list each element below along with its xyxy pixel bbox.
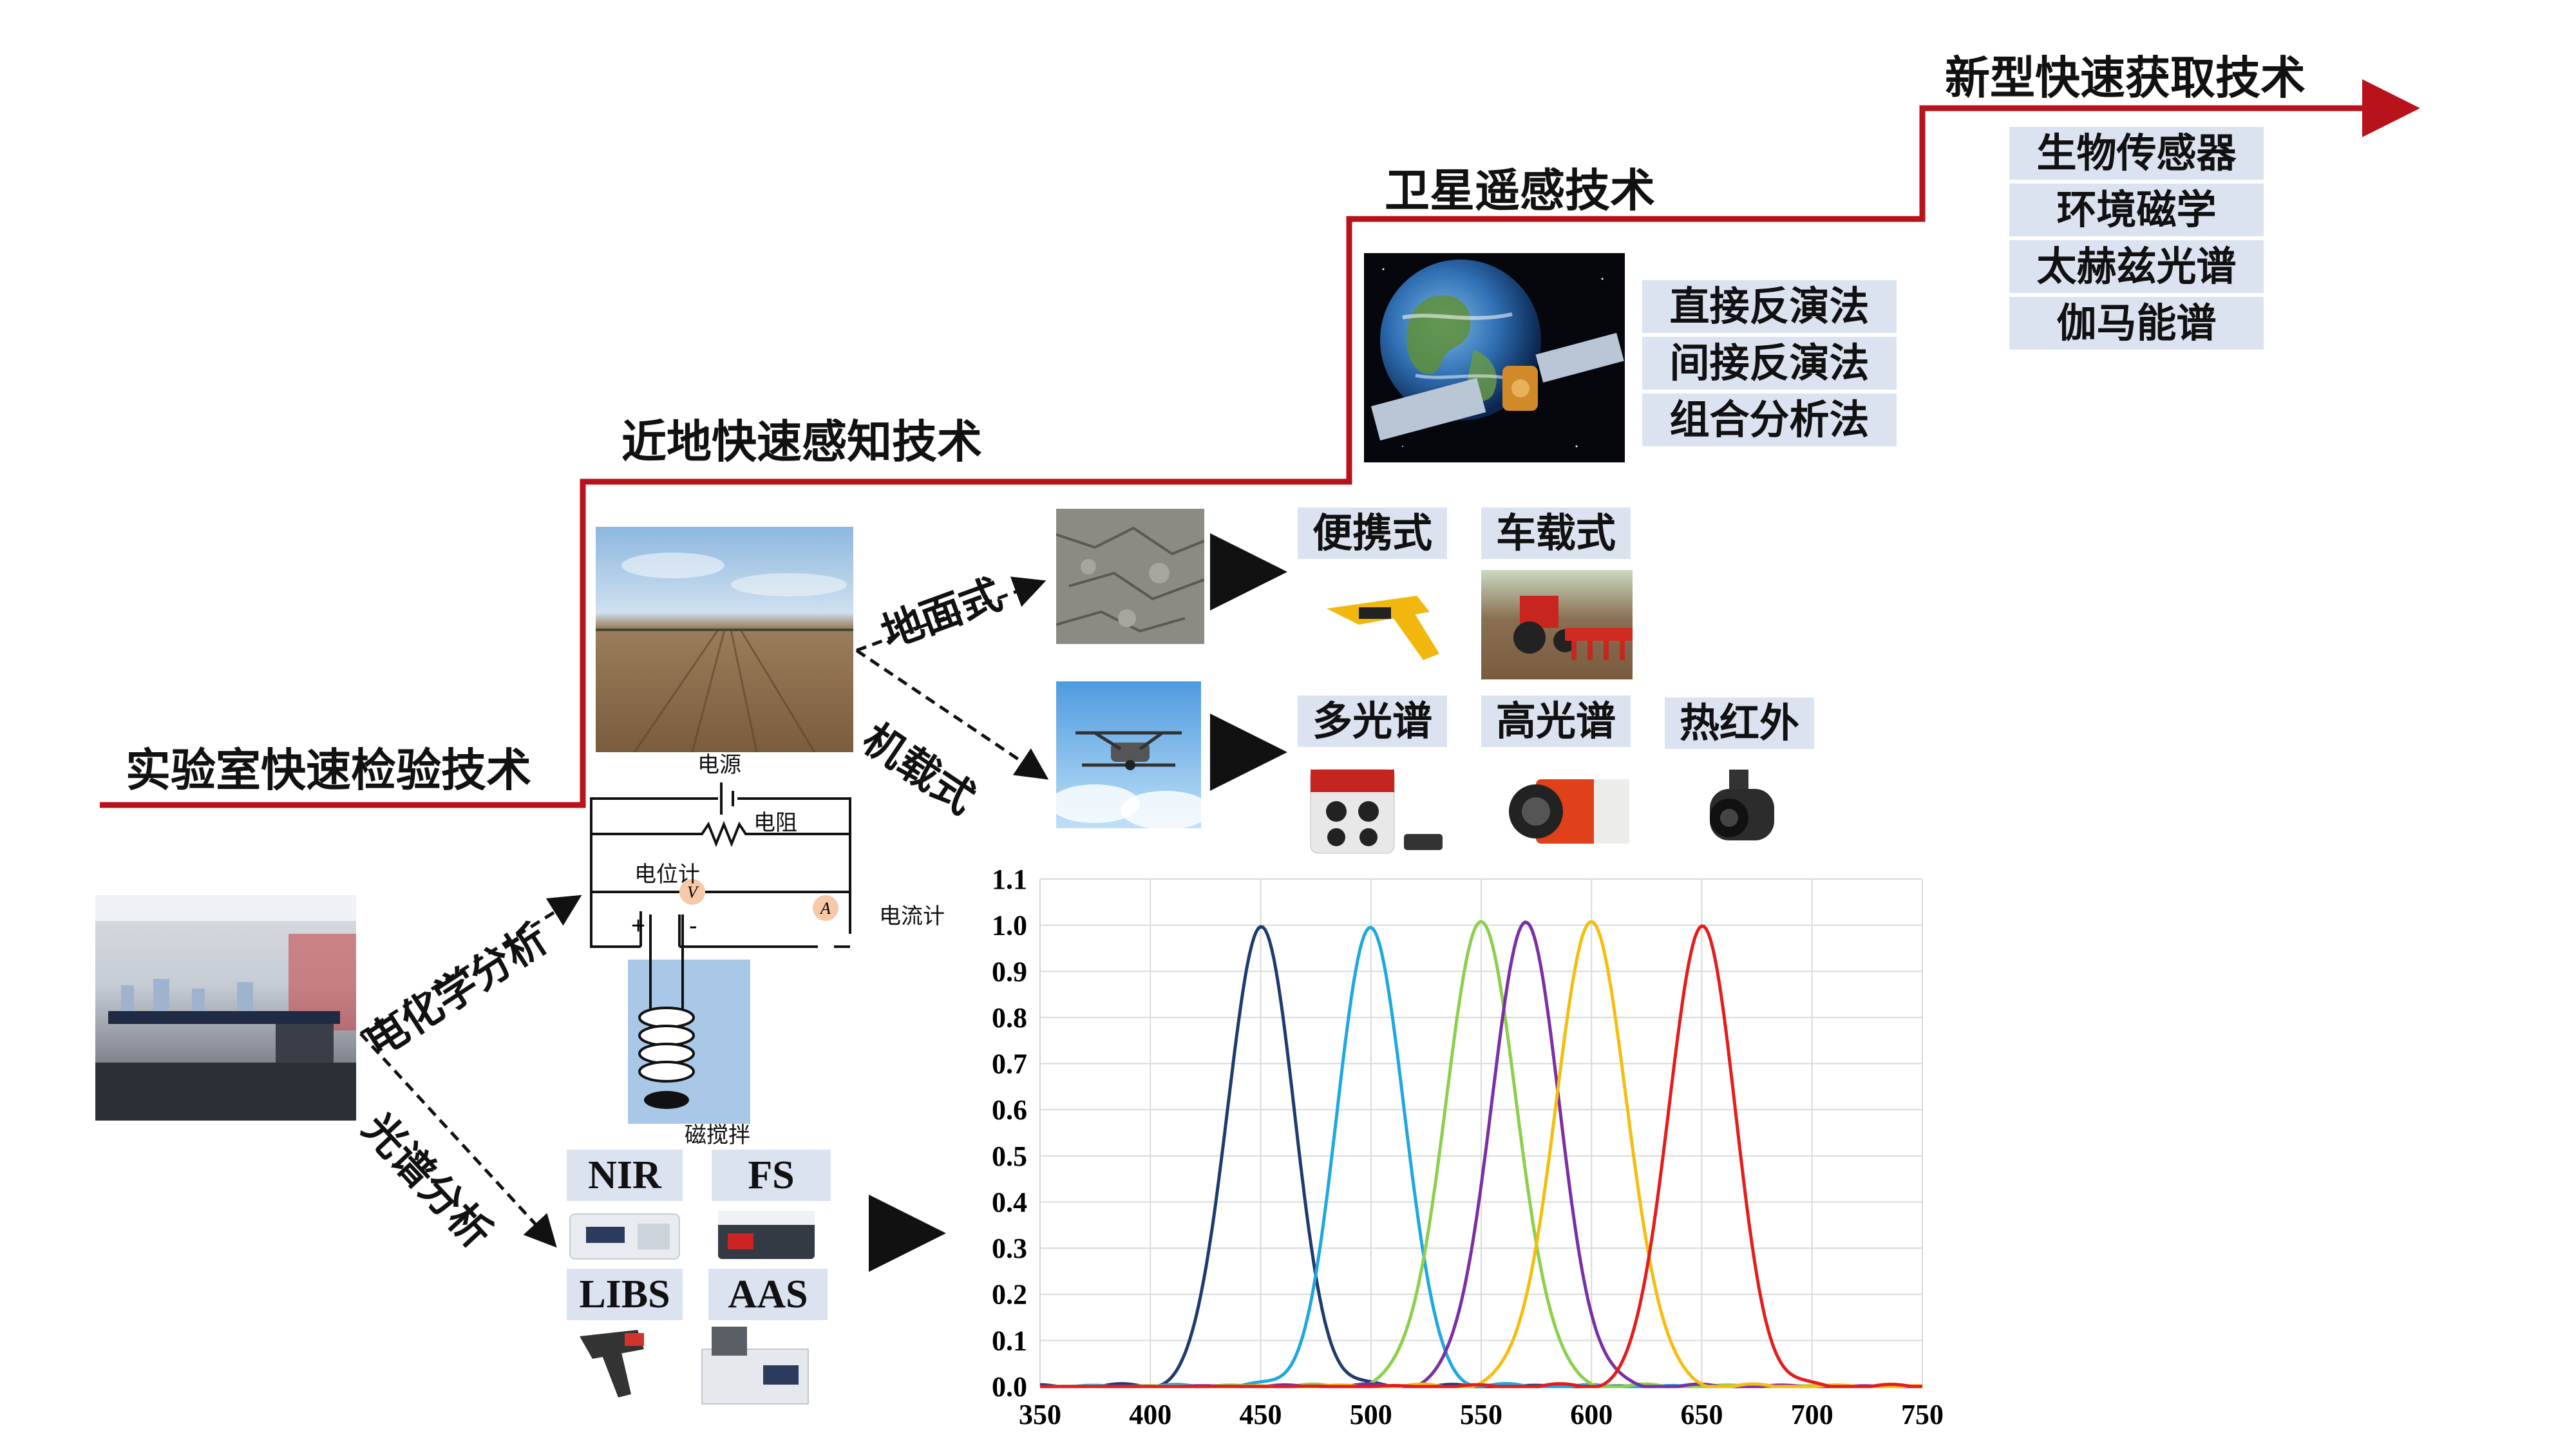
timeline-line	[100, 79, 2420, 808]
spectral-response-chart: 350 400 450 500 550 600 650 700 750 0.0 0.1 0.2 0.3 0…	[992, 864, 1944, 1430]
device-hyperspectral-label: 高光谱	[1481, 696, 1631, 747]
x-tick-label: 500	[1350, 1399, 1392, 1430]
farmland-photo	[596, 527, 853, 752]
device-vehicle-label: 车载式	[1481, 507, 1631, 559]
satellite-method-list: 直接反演法 间接反演法 组合分析法	[1642, 280, 1897, 446]
y-tick-label: 1.0	[992, 910, 1027, 942]
method-env-magnetism: 环境磁学	[2009, 184, 2264, 240]
y-tick-label: 1.1	[992, 864, 1027, 895]
drone-photo	[1056, 681, 1201, 828]
y-tick-label: 0.8	[992, 1002, 1027, 1034]
ammeter-symbol: A	[819, 899, 831, 918]
method-terahertz: 太赫兹光谱	[2009, 240, 2264, 297]
y-tick-label: 0.6	[992, 1094, 1027, 1126]
electrochemical-circuit: V A + -	[590, 782, 851, 1124]
stage-title-lab: 实验室快速检验技术	[126, 743, 531, 797]
circuit-stirrer-label: 磁搅拌	[685, 1122, 750, 1148]
voltmeter-symbol: V	[687, 883, 699, 902]
method-indirect-inversion: 间接反演法	[1642, 337, 1897, 393]
stage-title-new-tech: 新型快速获取技术	[1945, 51, 2306, 104]
instrument-libs-label: LIBS	[567, 1269, 683, 1320]
x-tick-label: 350	[1019, 1399, 1061, 1430]
instrument-aas-label: AAS	[708, 1269, 828, 1320]
x-tick-label: 700	[1791, 1399, 1833, 1430]
y-tick-label: 0.5	[992, 1141, 1027, 1172]
minus-sign: -	[689, 913, 697, 940]
y-tick-label: 0.3	[992, 1233, 1027, 1264]
x-tick-label: 450	[1240, 1399, 1282, 1430]
device-multispectral-label: 多光谱	[1298, 696, 1447, 747]
x-tick-label: 600	[1570, 1399, 1613, 1430]
circuit-ammeter-label: 电流计	[879, 904, 945, 929]
x-tick-label: 550	[1460, 1399, 1502, 1430]
y-tick-label: 0.7	[992, 1048, 1027, 1080]
device-thermal-ir-label: 热红外	[1665, 697, 1814, 749]
multispectral-camera-image	[1307, 766, 1446, 857]
libs-instrument-image	[573, 1323, 657, 1401]
y-tick-label: 0.9	[992, 956, 1027, 987]
method-combined-analysis: 组合分析法	[1669, 396, 1870, 443]
x-tick-label: 400	[1129, 1399, 1171, 1430]
aas-instrument-image	[699, 1323, 811, 1407]
instrument-nir-label: NIR	[567, 1150, 683, 1201]
vehicle-mounted-image	[1481, 570, 1633, 679]
new-tech-method-list: 生物传感器 环境磁学 太赫兹光谱 伽马能谱	[2009, 127, 2264, 350]
stage-title-near-ground: 近地快速感知技术	[621, 415, 982, 468]
x-tick-label: 750	[1901, 1399, 1944, 1430]
instrument-fs-label: FS	[712, 1150, 831, 1201]
plus-sign: +	[631, 913, 645, 940]
y-tick-label: 0.4	[992, 1186, 1027, 1218]
fs-instrument-image	[715, 1204, 818, 1262]
y-tick-label: 0.0	[992, 1371, 1027, 1403]
thermal-camera-image	[1684, 766, 1794, 857]
series-line	[1040, 924, 1922, 1388]
x-tick-label: 650	[1681, 1399, 1723, 1430]
circuit-power-label: 电源	[697, 752, 741, 778]
nir-instrument-image	[567, 1204, 683, 1262]
circuit-voltmeter-label: 电位计	[634, 862, 700, 887]
soil-photo	[1056, 509, 1204, 644]
circuit-resistor-label: 电阻	[753, 810, 797, 836]
portable-analyzer-image	[1320, 583, 1443, 667]
y-tick-label: 0.1	[992, 1325, 1027, 1356]
method-direct-inversion: 直接反演法	[1642, 280, 1897, 337]
y-tick-label: 0.2	[992, 1279, 1027, 1311]
method-biosensor: 生物传感器	[2009, 127, 2264, 184]
stage-title-satellite: 卫星遥感技术	[1385, 164, 1655, 217]
hyperspectral-camera-image	[1497, 773, 1633, 850]
method-gamma: 伽马能谱	[2056, 299, 2217, 346]
device-portable-label: 便携式	[1298, 507, 1447, 559]
satellite-image	[1364, 253, 1625, 462]
lab-photo	[95, 895, 356, 1121]
